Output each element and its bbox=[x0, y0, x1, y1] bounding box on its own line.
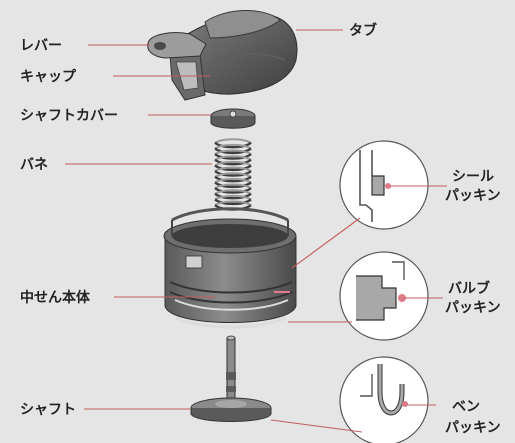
spring-coil-front bbox=[214, 153, 252, 160]
label-cap: キャップ bbox=[20, 69, 77, 85]
label-ben-packing-line1: ベン bbox=[452, 399, 480, 415]
spring-coil-back bbox=[214, 155, 252, 161]
spring-coil-back bbox=[214, 194, 252, 201]
spring-coil-front bbox=[214, 198, 252, 206]
plug-body-part bbox=[163, 207, 297, 329]
valve-packing-zoom bbox=[339, 251, 429, 341]
label-shaft: シャフト bbox=[20, 402, 76, 418]
labels: レバー タブ キャップ シャフトカバー バネ 中せん本体 シャフト シール パッ… bbox=[20, 22, 501, 436]
label-seal-packing-line2: パッキン bbox=[445, 188, 501, 204]
cap-part bbox=[169, 10, 298, 101]
ben-packing-zoom bbox=[339, 356, 429, 443]
shaft-part bbox=[190, 335, 272, 422]
spring-coil-back bbox=[214, 138, 252, 144]
lever-part bbox=[147, 32, 207, 59]
label-shaft-cover: シャフトカバー bbox=[20, 108, 118, 124]
spring-coil-back bbox=[214, 189, 252, 195]
spring-coil-front bbox=[214, 170, 252, 177]
spring-coil-front bbox=[214, 147, 252, 155]
spring-part bbox=[214, 138, 252, 211]
spring-coil-back bbox=[214, 160, 252, 167]
spring-coil-back bbox=[214, 149, 252, 156]
spring-coil-front bbox=[214, 164, 252, 172]
label-valve-packing-line1: バルブ bbox=[448, 280, 490, 297]
spring-coil-front bbox=[214, 181, 252, 189]
label-seal-packing-line1: シール bbox=[452, 169, 494, 185]
spring-coil-front bbox=[214, 192, 252, 200]
spring-coil-front bbox=[214, 175, 252, 183]
label-ben-packing-line2: パッキン bbox=[445, 420, 501, 436]
spring-coil-front bbox=[214, 158, 252, 166]
spring-coil-front bbox=[214, 141, 252, 149]
label-valve-packing-line2: パッキン bbox=[445, 300, 501, 316]
spring-coil-front bbox=[214, 187, 252, 194]
leader-zoom-top bbox=[291, 217, 361, 269]
spring-coil-back bbox=[214, 200, 252, 207]
spring-coil-back bbox=[214, 172, 252, 178]
label-lever: レバー bbox=[20, 38, 62, 54]
spring-coil-back bbox=[214, 166, 252, 173]
leader-lines bbox=[65, 29, 447, 433]
seal-packing-zoom bbox=[339, 140, 429, 230]
spring-coil-back bbox=[214, 177, 252, 184]
spring-coil-back bbox=[214, 143, 252, 150]
label-body: 中せん本体 bbox=[20, 289, 91, 306]
spring-coil-back bbox=[214, 183, 252, 190]
shaft-cover-part bbox=[210, 108, 256, 129]
label-spring: バネ bbox=[20, 157, 48, 173]
leader-zoom-bottom bbox=[270, 419, 363, 433]
label-tab: タブ bbox=[349, 22, 377, 39]
